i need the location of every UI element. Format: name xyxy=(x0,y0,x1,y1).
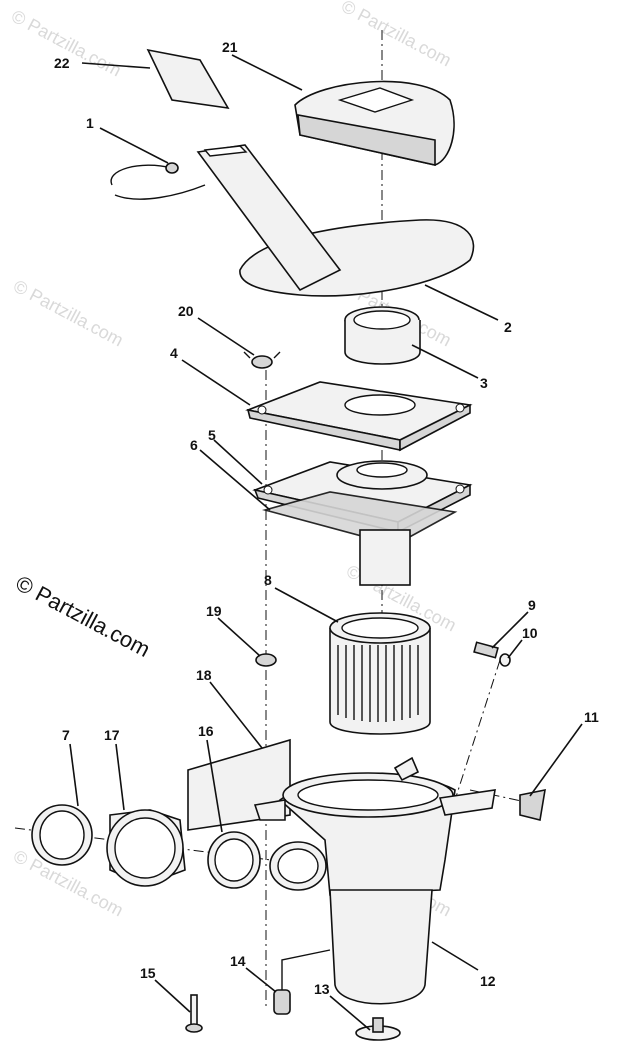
part-13-drain-plug xyxy=(355,1017,401,1041)
callout-10: 10 xyxy=(522,625,538,641)
callout-13: 13 xyxy=(314,981,330,997)
part-1-clamp xyxy=(110,164,206,200)
watermark-3: © Partzilla.com xyxy=(10,276,126,351)
callout-1: 1 xyxy=(86,115,94,131)
part-3-coupler xyxy=(344,306,421,365)
part-8-air-filter xyxy=(329,612,431,735)
callout-6: 6 xyxy=(190,437,198,453)
clip-axis xyxy=(469,789,541,806)
part-16-clamp xyxy=(207,831,261,889)
part-2-intake-silencer xyxy=(196,144,475,297)
callout-3: 3 xyxy=(480,375,488,391)
part-20-wing-nut xyxy=(243,351,281,369)
callout-8: 8 xyxy=(264,572,272,588)
callout-5: 5 xyxy=(208,427,216,443)
callout-12: 12 xyxy=(480,973,496,989)
callout-11: 11 xyxy=(584,709,599,725)
callout-14: 14 xyxy=(230,953,246,969)
callout-15: 15 xyxy=(140,965,156,981)
part-4-top-plate xyxy=(245,381,473,452)
part-17-hose xyxy=(106,809,186,887)
callout-9: 9 xyxy=(528,597,536,613)
part-7-clamp xyxy=(31,804,93,866)
part-10-washer xyxy=(499,653,511,667)
bolt-axis xyxy=(454,659,501,801)
part-5-base-neck xyxy=(359,529,411,586)
callout-7: 7 xyxy=(62,727,70,743)
part-14-leader-path xyxy=(281,949,331,990)
callout-21: 21 xyxy=(222,39,238,55)
part-14-plug xyxy=(273,989,291,1015)
callout-2: 2 xyxy=(504,319,512,335)
callout-20: 20 xyxy=(178,303,194,319)
watermark-main: © Partzilla.com xyxy=(12,570,155,662)
callout-17: 17 xyxy=(104,727,120,743)
callout-numbers: 22 21 1 2 3 20 4 5 6 8 9 10 19 18 11 7 1… xyxy=(54,39,599,997)
callout-leaders xyxy=(69,54,583,1031)
callout-18: 18 xyxy=(196,667,212,683)
part-1-clamp-end xyxy=(165,162,179,174)
part-12-air-box xyxy=(253,756,496,1005)
callout-4: 4 xyxy=(170,345,178,361)
part-21-foam-cover xyxy=(294,80,455,166)
part-15-screw xyxy=(185,994,203,1033)
part-9-bolt xyxy=(473,641,499,659)
part-22-pad xyxy=(146,48,230,110)
watermark-2: © Partzilla.com xyxy=(338,0,454,70)
part-11-clip xyxy=(519,788,546,821)
callout-22: 22 xyxy=(54,55,70,71)
callout-16: 16 xyxy=(198,723,214,739)
callout-19: 19 xyxy=(206,603,222,619)
part-19-spacer xyxy=(255,653,277,667)
